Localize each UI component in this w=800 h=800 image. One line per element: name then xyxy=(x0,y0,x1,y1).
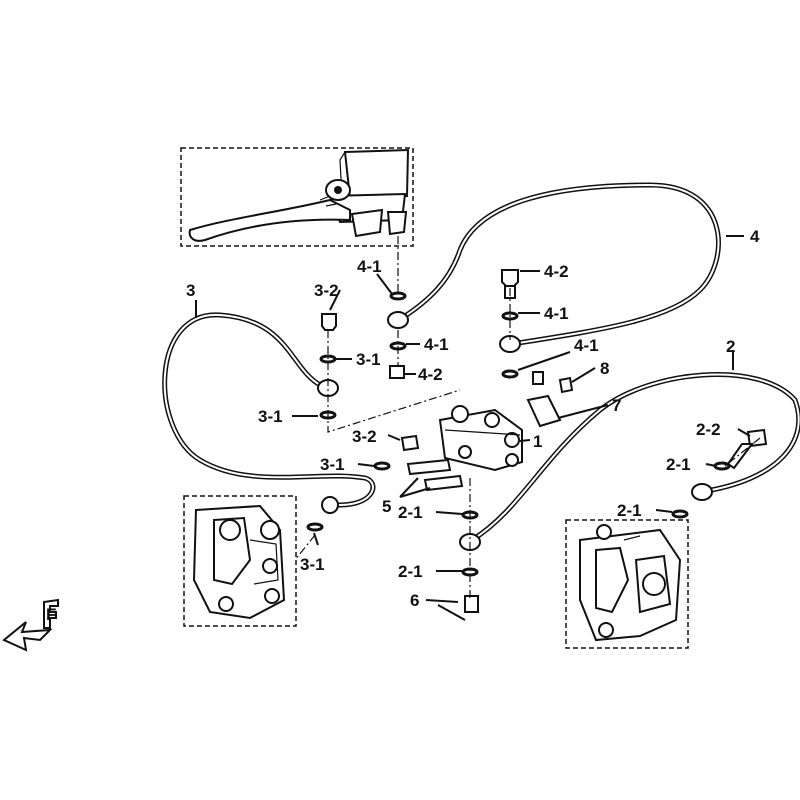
master-cylinder-dashed-box xyxy=(180,147,414,247)
callout-4-1-right: 4-1 xyxy=(544,304,569,323)
banjo-fitting-4-upper xyxy=(387,311,409,329)
master-cylinder-assembly xyxy=(180,147,414,247)
callout-3-1-left: 3-1 xyxy=(258,407,283,426)
brake-joint-block-1 xyxy=(438,405,523,472)
right-brake-caliper xyxy=(565,519,689,649)
callout-2-1-right-lower: 2-1 xyxy=(617,501,642,520)
callout-4-2-lower: 4-2 xyxy=(418,365,443,384)
bleeder-screw-6 xyxy=(464,595,479,613)
bolt-8b xyxy=(558,376,574,394)
bolt-8a xyxy=(532,371,544,385)
callout-3-2-upper: 3-2 xyxy=(314,281,339,300)
banjo-fitting-2-caliper xyxy=(691,483,713,501)
front-arrow-letter: F xyxy=(46,605,56,624)
callout-4: 4 xyxy=(750,227,760,246)
bolt-3-2-upper xyxy=(321,313,337,331)
callout-1: 1 xyxy=(533,432,542,451)
callout-3-1-caliper: 3-1 xyxy=(300,555,325,574)
callout-3-1-upper: 3-1 xyxy=(356,350,381,369)
callout-3-2-lower: 3-2 xyxy=(352,427,377,446)
callout-6: 6 xyxy=(410,591,419,610)
left-brake-caliper xyxy=(183,495,297,627)
mounting-bolts-5 xyxy=(399,458,464,498)
brake-light-switch xyxy=(350,208,384,238)
assembly-leaders xyxy=(294,288,761,600)
callout-2-2: 2-2 xyxy=(696,420,721,439)
callout-3: 3 xyxy=(186,281,195,300)
sealing-washers xyxy=(306,291,731,577)
brake-hose-4 xyxy=(399,182,721,347)
front-direction-arrow: F xyxy=(2,598,59,652)
callout-4-1-top: 4-1 xyxy=(357,257,382,276)
brake-hose-3 xyxy=(162,312,376,508)
brake-fluid-reservoir xyxy=(343,148,410,200)
callout-2: 2 xyxy=(726,337,735,356)
callout-2-1-upper: 2-1 xyxy=(398,503,423,522)
bleeder-line-6 xyxy=(437,604,466,621)
callout-4-2-upper: 4-2 xyxy=(544,262,569,281)
callout-leader-lines xyxy=(195,235,751,603)
bolt-2-2 xyxy=(746,428,768,448)
callout-4-1-right-lower: 4-1 xyxy=(574,336,599,355)
callout-5: 5 xyxy=(382,497,391,516)
banjo-fitting-3-caliper xyxy=(321,496,339,514)
bracket-7 xyxy=(526,394,562,428)
right-caliper-dashed-box xyxy=(565,519,689,649)
brake-hose-2 xyxy=(469,372,800,543)
callout-labels: 4 3 2 3-2 4-1 4-1 4-2 4-2 4-1 4-1 3-1 3-… xyxy=(186,227,760,610)
callout-2-1-right-upper: 2-1 xyxy=(666,455,691,474)
brake-lever xyxy=(188,198,351,242)
left-caliper-dashed-box xyxy=(183,495,297,627)
bolt-4-2-lower xyxy=(389,365,405,379)
master-cylinder-outlet xyxy=(386,211,408,236)
callout-4-1-mid: 4-1 xyxy=(424,335,449,354)
callout-2-1-lower: 2-1 xyxy=(398,562,423,581)
bolt-3-2-lower xyxy=(400,434,420,452)
bolt-4-2-upper xyxy=(501,269,519,287)
callout-7: 7 xyxy=(612,396,621,415)
callout-8: 8 xyxy=(600,359,609,378)
callout-3-1-mid: 3-1 xyxy=(320,455,345,474)
